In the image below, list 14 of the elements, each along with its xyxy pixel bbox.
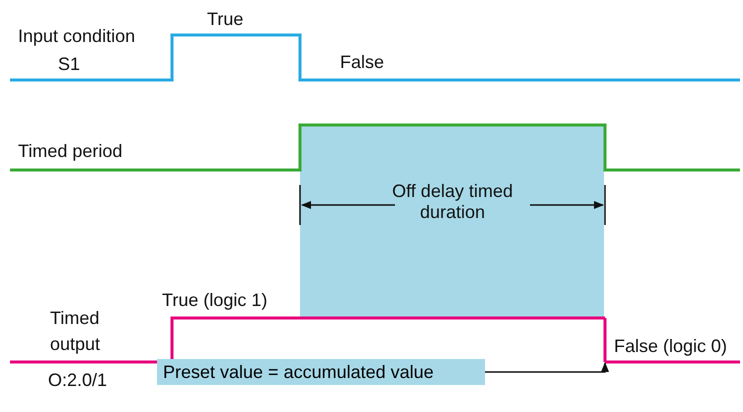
note-box: Preset value = accumulated value: [157, 359, 485, 385]
signal-label: Timed period: [18, 141, 122, 162]
falling-edge: [604, 318, 606, 362]
address-label: O:2.0/1: [48, 370, 108, 391]
state-label: True (logic 1): [162, 290, 268, 311]
leader-line: [485, 362, 609, 373]
duration-label: Off delay timed duration: [391, 181, 514, 223]
signal-label: Input condition: [18, 26, 136, 47]
signal-label: Timed output: [50, 307, 102, 356]
shaded-region: [300, 125, 604, 318]
state-label: True: [207, 9, 244, 30]
state-label: False: [340, 52, 384, 73]
state-label: False (logic 0): [614, 336, 728, 357]
signal-label: S1: [58, 54, 80, 75]
